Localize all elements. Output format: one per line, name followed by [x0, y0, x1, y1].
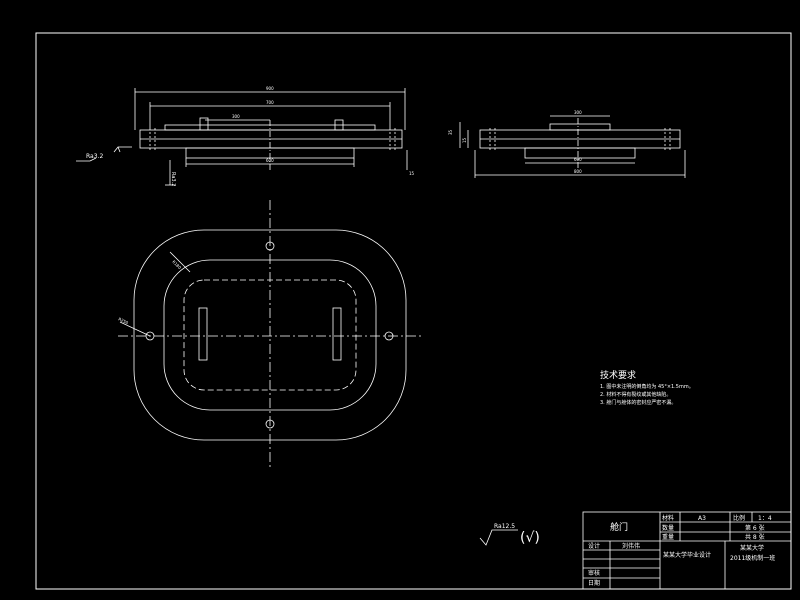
tech-item-2: 2. 材料不得有裂纹或其他缺陷。 [600, 391, 671, 398]
tb-label-design: 设计 [588, 542, 600, 550]
end-dim-middle: 600 [574, 157, 582, 162]
tb-label-scale: 比例 [733, 514, 745, 522]
dim-height: 15 [409, 171, 415, 176]
tb-label-material: 材料 [662, 514, 674, 522]
tech-item-3: 3. 舱门与舱体的密封应严密不漏。 [600, 399, 676, 406]
surface-roughness-left: Ra3.2 [86, 153, 103, 160]
tb-label-date: 日期 [588, 579, 600, 587]
dim-bottom: 600 [266, 158, 274, 163]
radius-top: R180 [171, 259, 182, 270]
roughness-value: Ra12.5 [494, 523, 515, 530]
end-dim-left-b: 15 [462, 137, 467, 143]
weld-mark: Ra3.2 [170, 172, 176, 186]
tech-heading: 技术要求 [600, 369, 636, 381]
dim-inner: 700 [266, 100, 274, 105]
end-dim-left-a: 35 [448, 129, 453, 135]
tb-part-name: 舱门 [610, 521, 628, 533]
roughness-check: (√) [520, 530, 540, 546]
end-view [459, 115, 686, 178]
dim-overall: 900 [266, 86, 274, 91]
tb-sheets-total: 共 8 张 [745, 533, 765, 541]
tb-material: A3 [698, 515, 706, 522]
tb-class: 2011级机制一班 [730, 554, 775, 562]
dim-small: 300 [232, 114, 240, 119]
plan-view [118, 200, 422, 468]
tb-sheet-of: 第 6 张 [745, 524, 765, 532]
tb-designer: 刘伟伟 [622, 542, 640, 550]
end-dim-top: 300 [574, 110, 582, 115]
tb-school: 某某大学 [740, 544, 764, 552]
title-block [582, 511, 792, 590]
side-view [76, 88, 408, 186]
tb-label-check: 审核 [588, 569, 600, 577]
tech-item-1: 1. 图中未注明的倒角均为 45°×1.5mm。 [600, 383, 694, 390]
radius-left: R250 [118, 316, 130, 325]
tb-label-qty: 数量 [662, 524, 674, 532]
roughness-symbol [479, 529, 518, 546]
tb-label-weight: 重量 [662, 533, 674, 541]
tb-scale: 1：4 [758, 515, 772, 522]
tb-project: 某某大学毕业设计 [663, 551, 711, 559]
end-dim-bottom: 800 [574, 169, 582, 174]
drawing-frame [35, 32, 792, 590]
